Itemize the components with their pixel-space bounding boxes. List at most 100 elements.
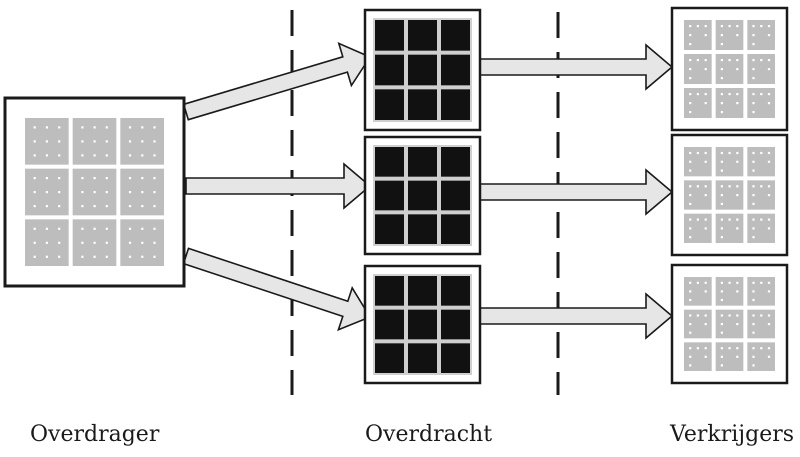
grid-dot bbox=[93, 154, 96, 157]
grid-dot bbox=[128, 140, 132, 143]
grid-dot bbox=[128, 255, 132, 258]
grid-dot bbox=[141, 191, 144, 194]
grid-dot bbox=[720, 185, 723, 188]
grid-cell bbox=[747, 147, 775, 177]
grid-dot bbox=[696, 25, 699, 28]
grid-dot bbox=[767, 218, 771, 221]
grid-cell bbox=[375, 276, 404, 306]
grid-dot bbox=[760, 347, 763, 350]
grid-dot bbox=[704, 160, 707, 163]
grid-dot bbox=[767, 160, 771, 163]
grid-dot bbox=[33, 255, 36, 258]
grid-dot bbox=[760, 185, 763, 188]
label-verkrijgers: Verkrijgers bbox=[670, 422, 795, 447]
receiver-box-grid bbox=[682, 275, 777, 373]
grid-dot bbox=[696, 281, 699, 284]
grid-dot bbox=[93, 140, 96, 143]
grid-cell bbox=[747, 342, 775, 371]
grid-dot bbox=[736, 59, 739, 62]
grid-dot bbox=[760, 59, 763, 62]
grid-dot bbox=[93, 191, 96, 194]
arrows bbox=[182, 41, 674, 340]
grid-cell bbox=[715, 147, 744, 177]
grid-dot bbox=[689, 202, 692, 205]
grid-dot bbox=[704, 194, 707, 197]
grid-dot bbox=[128, 241, 132, 244]
grid-dot bbox=[767, 355, 771, 358]
grid-dot bbox=[58, 241, 61, 244]
grid-dot bbox=[58, 191, 61, 194]
grid-dot bbox=[752, 68, 755, 71]
grid-dot bbox=[58, 177, 61, 180]
grid-dot bbox=[720, 218, 723, 221]
grid-dot bbox=[752, 218, 755, 221]
grid-dot bbox=[128, 177, 132, 180]
grid-dot bbox=[720, 314, 723, 317]
grid-dot bbox=[704, 151, 707, 155]
grid-dot bbox=[689, 298, 692, 302]
grid-cell bbox=[441, 309, 470, 340]
grid-dot bbox=[767, 59, 771, 62]
grid-dot bbox=[81, 177, 84, 180]
grid-dot bbox=[736, 34, 739, 37]
grid-dot bbox=[752, 25, 755, 28]
grid-dot bbox=[728, 218, 731, 221]
grid-dot bbox=[752, 314, 755, 317]
grid-dot bbox=[128, 205, 132, 208]
grid-dot bbox=[105, 154, 108, 157]
grid-dot bbox=[704, 102, 707, 105]
grid-dot bbox=[720, 111, 723, 114]
grid-dot bbox=[736, 25, 739, 28]
grid-dot bbox=[767, 68, 771, 71]
grid-cell bbox=[408, 20, 437, 51]
grid-dot bbox=[720, 290, 723, 293]
grid-cell bbox=[747, 213, 775, 243]
grid-dot bbox=[752, 323, 755, 326]
grid-dot bbox=[81, 255, 84, 258]
grid-dot bbox=[696, 93, 699, 96]
grid-cell bbox=[375, 343, 404, 373]
grid-dot bbox=[105, 241, 108, 244]
grid-dot bbox=[81, 126, 84, 129]
arrow bbox=[479, 168, 674, 216]
grid-dot bbox=[720, 160, 723, 163]
grid-dot bbox=[33, 154, 36, 157]
grid-dot bbox=[752, 43, 755, 46]
grid-dot bbox=[689, 169, 692, 172]
grid-dot bbox=[736, 347, 739, 350]
grid-cell bbox=[441, 54, 470, 86]
grid-dot bbox=[767, 102, 771, 105]
grid-dot bbox=[153, 126, 156, 129]
grid-cell bbox=[441, 20, 470, 51]
grid-dot bbox=[153, 154, 156, 157]
grid-dot bbox=[720, 298, 723, 302]
grid-dot bbox=[720, 194, 723, 197]
grid-dot bbox=[760, 218, 763, 221]
grid-dot bbox=[720, 93, 723, 96]
grid-dot bbox=[153, 241, 156, 244]
grid-dot bbox=[720, 102, 723, 105]
grid-dot bbox=[58, 140, 61, 143]
grid-dot bbox=[767, 227, 771, 230]
grid-dot bbox=[81, 227, 84, 230]
grid-dot bbox=[728, 185, 731, 188]
grid-dot bbox=[728, 93, 731, 96]
grid-dot bbox=[33, 126, 36, 129]
grid-dot bbox=[704, 314, 707, 317]
grid-dot bbox=[752, 202, 755, 205]
grid-dot bbox=[33, 205, 36, 208]
grid-dot bbox=[752, 151, 755, 155]
grid-cell bbox=[441, 180, 470, 211]
grid-cell bbox=[408, 147, 437, 177]
grid-dot bbox=[767, 151, 771, 155]
grid-dot bbox=[752, 93, 755, 96]
grid-dot bbox=[689, 236, 692, 239]
grid-dot bbox=[752, 331, 755, 334]
grid-dot bbox=[728, 25, 731, 28]
grid-dot bbox=[704, 68, 707, 71]
grid-cell bbox=[375, 89, 404, 120]
grid-dot bbox=[720, 236, 723, 239]
grid-dot bbox=[736, 314, 739, 317]
grid-cell bbox=[684, 342, 712, 371]
